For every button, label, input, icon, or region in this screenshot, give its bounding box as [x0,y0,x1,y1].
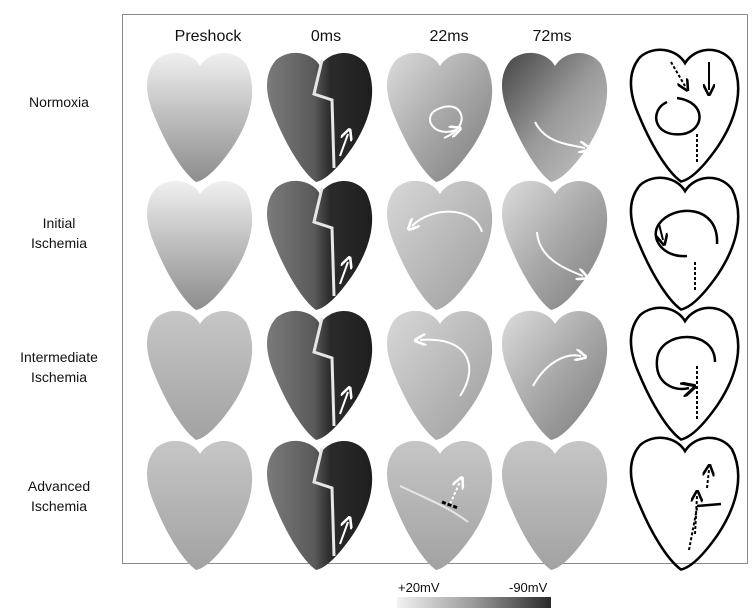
heart-intermediate-ischemia-72ms [502,311,607,440]
scale-max-label: +20mV [398,580,440,595]
heart-initial-ischemia-preshock [147,181,252,310]
heart-intermediate-ischemia-22ms [387,311,492,440]
outline-initial-ischemia [631,178,738,310]
heart-advanced-ischemia-preshock [147,441,252,570]
outline-advanced-ischemia [631,438,738,570]
heart-advanced-ischemia-72ms [502,441,607,570]
heart-advanced-ischemia-22ms [387,441,492,570]
heart-normoxia-72ms [502,53,607,182]
heart-normoxia-22ms [387,53,492,182]
outline-intermediate-ischemia [631,308,738,440]
outline-normoxia [631,50,738,182]
heart-initial-ischemia-22ms [387,181,492,310]
heart-initial-ischemia-72ms [502,181,607,310]
heart-initial-ischemia-0ms [267,181,372,310]
heart-normoxia-0ms [267,53,372,182]
heart-intermediate-ischemia-preshock [147,311,252,440]
voltage-color-scale [397,597,551,608]
heart-normoxia-preshock [147,53,252,182]
scale-min-label: -90mV [509,580,547,595]
heart-advanced-ischemia-0ms [267,441,372,570]
heart-intermediate-ischemia-0ms [267,311,372,440]
